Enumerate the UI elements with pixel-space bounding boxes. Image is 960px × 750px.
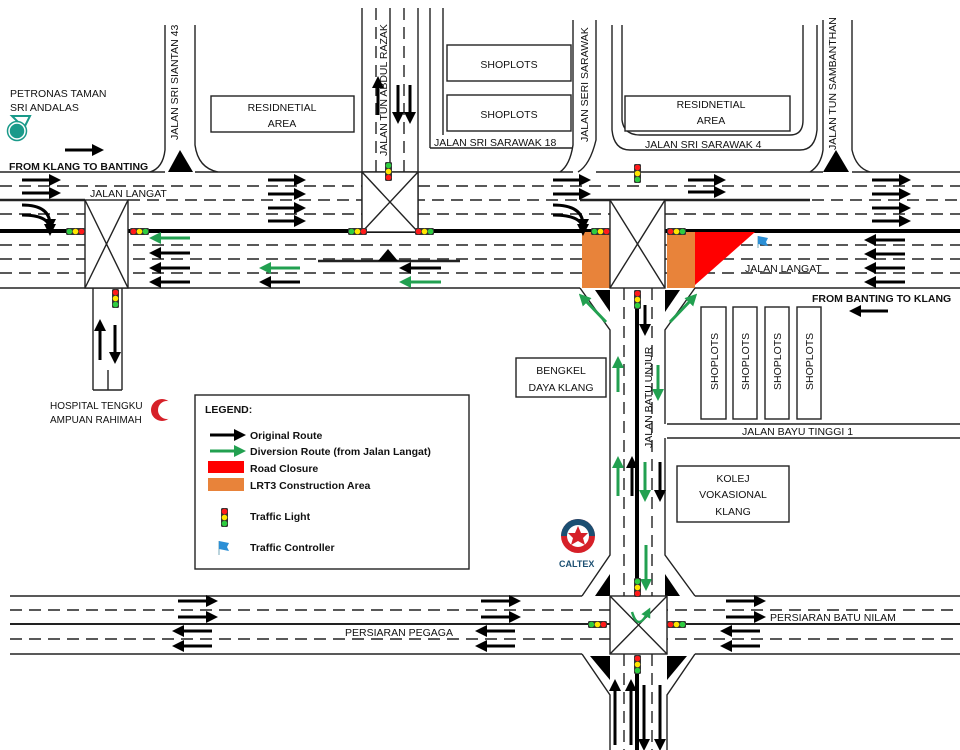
svg-text:CALTEX: CALTEX	[559, 559, 594, 569]
label-jalan-langat-west: JALAN LANGAT	[90, 188, 167, 200]
traffic-light-icon	[415, 228, 434, 235]
turn-arrow	[21, 203, 56, 231]
label-sri-siantan: JALAN SRI SIANTAN 43	[169, 24, 181, 140]
shoplots-row: SHOPLOTS SHOPLOTS SHOPLOTS SHOPLOTS	[700, 306, 822, 420]
traffic-light-icon	[385, 162, 392, 181]
svg-text:RESIDNETIAL: RESIDNETIAL	[677, 99, 746, 111]
legend-blue-flag-icon	[218, 541, 229, 555]
svg-text:AREA: AREA	[268, 118, 297, 130]
traffic-light-icon	[591, 228, 610, 235]
persiaran-road	[10, 595, 960, 750]
label-tun-abdul-razak: JALAN TUN ABDUL RAZAK	[378, 24, 390, 156]
traffic-light-icon	[634, 578, 641, 597]
svg-text:SHOPLOTS: SHOPLOTS	[804, 333, 816, 390]
label-sri-sarawak-18: JALAN SRI SARAWAK 18	[434, 137, 557, 149]
label-batu-unjur: JALAN BATU UNJUR	[643, 346, 655, 448]
label-tun-sambanthan: JALAN TUN SAMBANTHAN	[827, 17, 839, 150]
svg-text:HOSPITAL TENGKU: HOSPITAL TENGKU	[50, 401, 143, 412]
lrt3-construction-area-west	[582, 232, 610, 288]
label-bayu-tinggi: JALAN BAYU TINGGI 1	[742, 426, 853, 438]
diversion-route-arrow	[578, 293, 608, 324]
svg-text:BENGKEL: BENGKEL	[536, 365, 586, 377]
legend-road-closure-swatch	[208, 461, 244, 473]
label-sri-sarawak-4: JALAN SRI SARAWAK 4	[645, 139, 762, 151]
u-turn-arrow	[630, 607, 651, 624]
traffic-light-icon	[221, 508, 228, 527]
svg-text:SHOPLOTS: SHOPLOTS	[740, 333, 752, 390]
legend-traffic-light-icon	[221, 508, 228, 527]
svg-text:AREA: AREA	[697, 115, 726, 127]
svg-text:KLANG: KLANG	[715, 506, 751, 518]
label-from-banting: FROM BANTING TO KLANG	[812, 293, 951, 305]
traffic-light-icon	[130, 228, 149, 235]
bengkel-daya-klang: BENGKEL DAYA KLANG	[515, 357, 607, 398]
intersection-batu-unjur	[582, 199, 768, 289]
route-arrows	[21, 76, 911, 750]
svg-text:SHOPLOTS: SHOPLOTS	[709, 333, 721, 390]
shoplots-top-1: SHOPLOTS	[446, 44, 572, 82]
traffic-light-icon	[634, 290, 641, 309]
traffic-light-icon	[667, 621, 686, 628]
legend: LEGEND: Original Route Diversion Route (…	[194, 394, 470, 570]
petronas-station: PETRONAS TAMAN SRI ANDALAS	[6, 88, 106, 142]
svg-text:SHOPLOTS: SHOPLOTS	[480, 59, 537, 71]
label-jalan-langat-east: JALAN LANGAT	[745, 263, 822, 275]
turn-arrow	[552, 213, 589, 236]
svg-text:DAYA KLANG: DAYA KLANG	[529, 382, 594, 394]
svg-text:Traffic Light: Traffic Light	[250, 511, 311, 523]
diversion-route-arrow	[668, 293, 698, 324]
label-persiaran-batu-nilam: PERSIARAN BATU NILAM	[770, 612, 896, 624]
legend-lrt3-swatch	[208, 478, 244, 491]
traffic-light-icon	[112, 289, 119, 308]
svg-text:LEGEND:: LEGEND:	[205, 404, 252, 416]
label-persiaran-pegaga: PERSIARAN PEGAGA	[345, 627, 453, 639]
residential-area-2: RESIDNETIAL AREA	[624, 95, 791, 132]
label-seri-sarawak: JALAN SERI SARAWAK	[579, 27, 591, 142]
label-from-klang: FROM KLANG TO BANTING	[9, 161, 148, 173]
caltex-station: CALTEX	[559, 519, 595, 569]
svg-text:Traffic Controller: Traffic Controller	[250, 542, 335, 554]
traffic-light-icon	[66, 228, 85, 235]
intersection-tun-abdul-razak	[361, 171, 419, 233]
kolej-vokasional-klang: KOLEJ VOKASIONAL KLANG	[676, 465, 790, 523]
turn-arrow	[21, 213, 56, 236]
svg-text:SHOPLOTS: SHOPLOTS	[480, 109, 537, 121]
lrt3-construction-area-east	[667, 232, 695, 288]
svg-text:Original Route: Original Route	[250, 430, 322, 442]
turn-arrow	[552, 203, 589, 231]
traffic-light-icon	[634, 164, 641, 183]
traffic-lights	[66, 162, 686, 674]
svg-text:KOLEJ: KOLEJ	[716, 473, 749, 485]
traffic-light-icon	[634, 655, 641, 674]
svg-text:SHOPLOTS: SHOPLOTS	[772, 333, 784, 390]
caltex-logo-icon	[561, 519, 595, 553]
svg-text:SRI ANDALAS: SRI ANDALAS	[10, 102, 79, 114]
svg-text:Road Closure: Road Closure	[250, 463, 318, 475]
svg-text:VOKASIONAL: VOKASIONAL	[699, 489, 767, 501]
traffic-light-icon	[667, 228, 686, 235]
svg-text:AMPUAN RAHIMAH: AMPUAN RAHIMAH	[50, 415, 142, 426]
svg-text:LRT3 Construction Area: LRT3 Construction Area	[250, 480, 371, 492]
svg-text:Diversion Route (from Jalan La: Diversion Route (from Jalan Langat)	[250, 446, 431, 458]
hospital: HOSPITAL TENGKU AMPUAN RAHIMAH	[50, 399, 176, 426]
red-crescent-icon	[151, 399, 176, 421]
svg-text:RESIDNETIAL: RESIDNETIAL	[248, 102, 317, 114]
side-streets	[149, 8, 871, 232]
petronas-logo-icon	[6, 115, 32, 142]
intersection-hospital	[84, 199, 129, 391]
road-closure-area	[695, 232, 755, 285]
residential-area-1: RESIDNETIAL AREA	[210, 95, 355, 133]
traffic-light-icon	[588, 621, 607, 628]
traffic-light-icon	[348, 228, 367, 235]
shoplots-top-2: SHOPLOTS	[446, 94, 572, 132]
traffic-controller-flag-icon	[757, 236, 768, 248]
svg-text:PETRONAS TAMAN: PETRONAS TAMAN	[10, 88, 106, 100]
